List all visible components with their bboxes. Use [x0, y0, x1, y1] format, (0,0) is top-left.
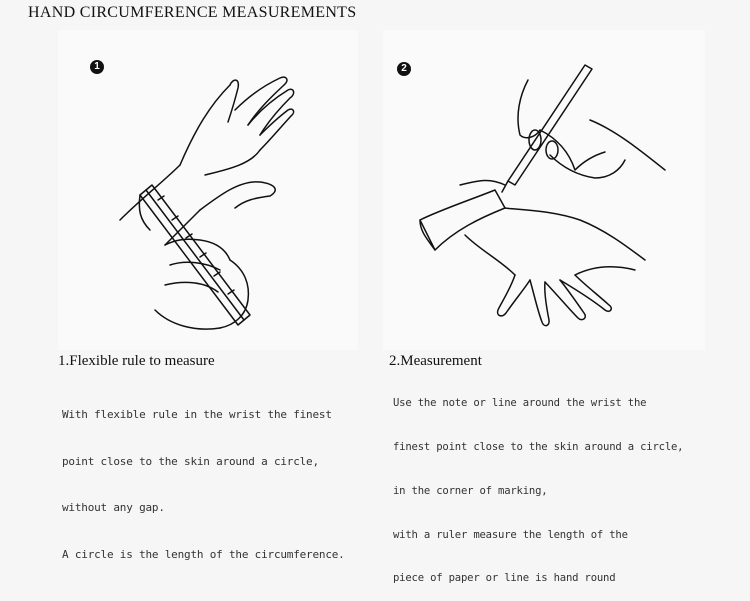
- page-title: HAND CIRCUMFERENCE MEASUREMENTS: [28, 4, 357, 21]
- illustration-panel-2: [383, 30, 705, 350]
- description-line: with a ruler measure the length of the: [393, 528, 628, 541]
- description-line: point close to the skin around a circle,: [62, 454, 319, 468]
- step-heading-2: 2.Measurement: [389, 353, 482, 369]
- description-line: With flexible rule in the wrist the fine…: [62, 408, 332, 421]
- illustration-panel-1: [58, 30, 358, 350]
- step-number-badge-2: 2: [397, 62, 411, 76]
- description-line: without any gap.: [62, 501, 165, 514]
- step-heading-1: 1.Flexible rule to measure: [58, 353, 215, 369]
- description-line: A circle is the length of the circumfere…: [62, 547, 345, 561]
- step-description-1: With flexible rule in the wrist the fine…: [62, 376, 345, 578]
- description-line: Use the note or line around the wrist th…: [393, 397, 647, 410]
- description-line: in the corner of marking,: [393, 484, 548, 497]
- hand-with-tape-measure-icon: [119, 76, 295, 330]
- description-line: piece of paper or line is hand round: [393, 572, 616, 585]
- step-number-badge-1: 1: [90, 60, 104, 74]
- hand-with-paper-strip-and-pen-icon: [419, 64, 666, 327]
- step-description-2: Use the note or line around the wrist th…: [393, 367, 684, 601]
- description-line: finest point close to the skin around a …: [393, 440, 684, 453]
